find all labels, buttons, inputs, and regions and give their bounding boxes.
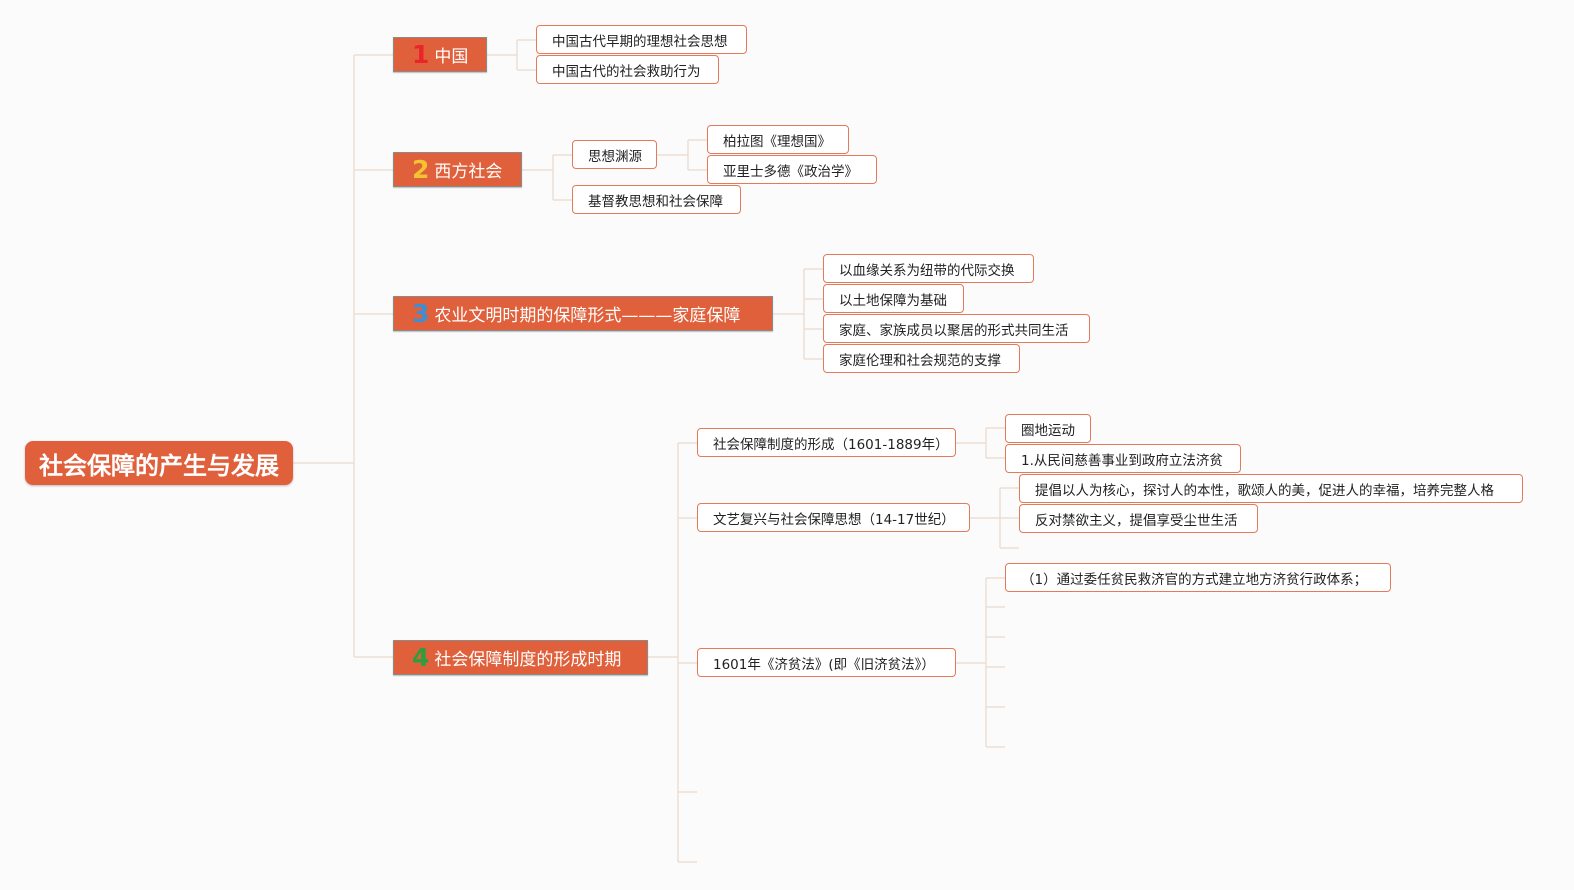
branch-4-item-3-label: 1601年《济贫法》(即《旧济贫法》） [713, 656, 935, 673]
branch-4-item-1[interactable]: 社会保障制度的形成（1601-1889年） [697, 428, 956, 457]
root-topic-label: 社会保障的产生与发展 [39, 451, 279, 480]
branch-2-topic[interactable]: 2 西方社会 [393, 152, 522, 187]
branch-4-item-2[interactable]: 文艺复兴与社会保障思想（14-17世纪） [697, 503, 970, 532]
branch-3-item-1[interactable]: 以血缘关系为纽带的代际交换 [823, 254, 1034, 283]
branch-4-item-1-label: 社会保障制度的形成（1601-1889年） [713, 436, 949, 453]
branch-4-subitem-2[interactable]: 1.从民间慈善事业到政府立法济贫 [1005, 444, 1241, 473]
branch-1-item-1[interactable]: 中国古代早期的理想社会思想 [536, 25, 747, 54]
branch-4-topic[interactable]: 4 社会保障制度的形成时期 [393, 640, 648, 675]
root-topic[interactable]: 社会保障的产生与发展 [25, 441, 293, 485]
branch-1-topic[interactable]: 1 中国 [393, 37, 487, 72]
branch-2-item-2-label: 基督教思想和社会保障 [588, 193, 723, 210]
branch-3-topic[interactable]: 3 农业文明时期的保障形式———家庭保障 [393, 296, 773, 331]
branch-2-subitem-2[interactable]: 亚里士多德《政治学》 [707, 155, 877, 184]
branch-4-number: 4 [412, 643, 430, 672]
branch-4-subitem-3-label: 提倡以人为核心，探讨人的本性，歌颂人的美，促进人的幸福，培养完整人格 [1035, 482, 1494, 499]
branch-2-item-2[interactable]: 基督教思想和社会保障 [572, 185, 741, 214]
branch-4-subitem-4-label: 反对禁欲主义，提倡享受尘世生活 [1035, 512, 1238, 529]
branch-4-subitem-1-label: 圈地运动 [1021, 422, 1075, 439]
branch-3-item-2-label: 以土地保障为基础 [839, 292, 947, 309]
branch-4-label: 社会保障制度的形成时期 [434, 650, 622, 670]
branch-2-subitem-1[interactable]: 柏拉图《理想国》 [707, 125, 849, 154]
branch-2-label: 西方社会 [434, 162, 503, 182]
branch-4-subitem-3[interactable]: 提倡以人为核心，探讨人的本性，歌颂人的美，促进人的幸福，培养完整人格 [1019, 474, 1523, 503]
branch-4-subitem-1[interactable]: 圈地运动 [1005, 414, 1091, 443]
branch-4-subitem-5[interactable]: （1）通过委任贫民救济官的方式建立地方济贫行政体系； [1005, 563, 1391, 592]
branch-3-item-3-label: 家庭、家族成员以聚居的形式共同生活 [839, 322, 1069, 339]
branch-1-number: 1 [412, 40, 430, 69]
branch-4-item-3[interactable]: 1601年《济贫法》(即《旧济贫法》） [697, 648, 956, 677]
branch-4-subitem-4[interactable]: 反对禁欲主义，提倡享受尘世生活 [1019, 504, 1258, 533]
branch-1-label: 中国 [434, 47, 469, 67]
branch-1-item-2-label: 中国古代的社会救助行为 [552, 63, 701, 80]
branch-2-subitem-1-label: 柏拉图《理想国》 [723, 133, 831, 150]
branch-4-subitem-5-label: （1）通过委任贫民救济官的方式建立地方济贫行政体系； [1021, 571, 1368, 588]
branch-1-item-2[interactable]: 中国古代的社会救助行为 [536, 55, 719, 84]
branch-2-item-1-label: 思想渊源 [588, 148, 642, 165]
branch-2-number: 2 [412, 155, 430, 184]
branch-3-item-2[interactable]: 以土地保障为基础 [823, 284, 964, 313]
branch-1-item-1-label: 中国古代早期的理想社会思想 [552, 33, 728, 50]
branch-2-subitem-2-label: 亚里士多德《政治学》 [723, 163, 858, 180]
branch-4-subitem-2-label: 1.从民间慈善事业到政府立法济贫 [1021, 452, 1223, 469]
branch-3-item-1-label: 以血缘关系为纽带的代际交换 [839, 262, 1015, 279]
branch-2-item-1[interactable]: 思想渊源 [572, 140, 657, 169]
branch-3-label: 农业文明时期的保障形式———家庭保障 [434, 306, 741, 326]
branch-3-item-4[interactable]: 家庭伦理和社会规范的支撑 [823, 344, 1020, 373]
branch-4-item-2-label: 文艺复兴与社会保障思想（14-17世纪） [713, 511, 955, 528]
branch-3-item-4-label: 家庭伦理和社会规范的支撑 [839, 352, 1001, 369]
branch-3-number: 3 [412, 299, 430, 328]
branch-3-item-3[interactable]: 家庭、家族成员以聚居的形式共同生活 [823, 314, 1090, 343]
